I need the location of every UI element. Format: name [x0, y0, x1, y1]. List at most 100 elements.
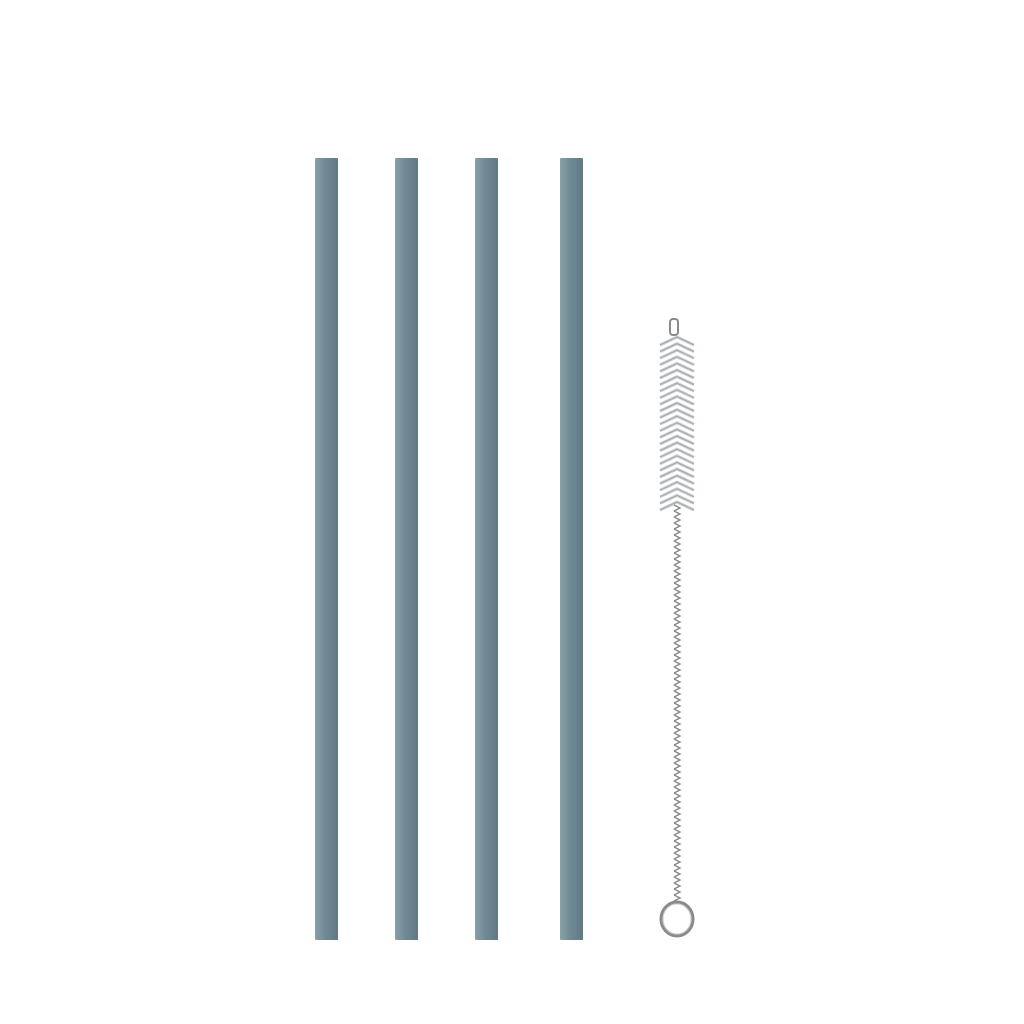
wire-twist — [673, 666, 682, 674]
wire-twist — [673, 726, 682, 734]
wire-twist — [673, 576, 682, 584]
wire-twist — [673, 630, 682, 638]
wire-twist — [673, 720, 682, 728]
wire-twist — [673, 750, 682, 758]
wire-twist — [673, 558, 682, 566]
wire-twist — [673, 684, 682, 692]
wire-twist — [673, 792, 682, 800]
bristle-edge — [659, 349, 695, 359]
wire-twist — [673, 594, 682, 602]
wire-twist — [673, 768, 682, 776]
wire-twist — [673, 672, 682, 680]
bristle-edge — [659, 461, 695, 471]
brush-tip — [669, 318, 679, 336]
bristle-edge — [659, 409, 695, 418]
wire-twist — [673, 846, 682, 854]
wire-twist — [673, 882, 682, 890]
wire-twist — [673, 612, 682, 620]
wire-twist — [673, 522, 682, 530]
wire-twist — [673, 828, 682, 836]
bristle-edge — [659, 468, 695, 478]
wire-twist — [673, 516, 682, 524]
wire-twist — [673, 678, 682, 686]
straw-1 — [315, 158, 338, 940]
wire-twist — [673, 834, 682, 842]
bristle-edge — [659, 395, 695, 405]
wire-twist — [673, 804, 682, 812]
wire-twist — [673, 564, 682, 572]
wire-twist — [673, 570, 682, 578]
wire-twist — [673, 852, 682, 860]
bristle-edge — [659, 488, 695, 498]
bristle-edge — [659, 448, 695, 458]
wire-twist — [673, 546, 682, 554]
wire-twist — [673, 774, 682, 782]
wire-twist — [673, 840, 682, 848]
wire-twist — [673, 780, 682, 788]
wire-twist — [673, 552, 682, 560]
bristle-edge — [659, 501, 695, 511]
bristle-edge — [659, 481, 695, 491]
bristle-edge — [659, 356, 695, 366]
wire-twist — [673, 528, 682, 536]
bristle-edge — [659, 343, 695, 352]
brush-wire — [673, 504, 682, 902]
wire-twist — [673, 858, 682, 866]
wire-twist — [673, 756, 682, 764]
wire-twist — [673, 540, 682, 548]
bristle-edge — [659, 428, 695, 438]
straw-3 — [475, 158, 498, 940]
wire-twist — [673, 798, 682, 806]
bristle-edge — [659, 442, 695, 451]
wire-twist — [673, 618, 682, 626]
bristle-edge — [659, 475, 695, 484]
wire-twist — [673, 600, 682, 608]
wire-twist — [673, 696, 682, 704]
bristle-edge — [659, 369, 695, 379]
bristle-edge — [659, 415, 695, 425]
bristle-edge — [659, 455, 695, 465]
bristle-edge — [659, 336, 695, 346]
wire-twist — [673, 702, 682, 710]
wire-twist — [673, 690, 682, 698]
bristle-edge — [659, 422, 695, 432]
wire-twist — [673, 894, 682, 902]
wire-twist — [673, 606, 682, 614]
bristle-edge — [659, 362, 695, 372]
wire-twist — [673, 504, 682, 512]
bristle-edge — [659, 389, 695, 399]
wire-twist — [673, 816, 682, 824]
wire-twist — [673, 654, 682, 662]
wire-twist — [673, 876, 682, 884]
wire-twist — [673, 624, 682, 632]
wire-twist — [673, 786, 682, 794]
wire-twist — [673, 708, 682, 716]
bristle-edge — [659, 494, 695, 504]
bristle-edge — [659, 402, 695, 412]
straw-4 — [560, 158, 583, 940]
wire-twist — [673, 888, 682, 896]
bristle-edge — [659, 376, 695, 385]
wire-twist — [673, 738, 682, 746]
wire-twist — [673, 648, 682, 656]
wire-twist — [673, 810, 682, 818]
wire-twist — [673, 744, 682, 752]
bristle-edge — [659, 435, 695, 445]
brush-bristles — [659, 335, 695, 512]
wire-twist — [673, 642, 682, 650]
wire-twist — [673, 714, 682, 722]
wire-twist — [673, 864, 682, 872]
wire-twist — [673, 582, 682, 590]
wire-twist — [673, 732, 682, 740]
wire-twist — [673, 534, 682, 542]
wire-twist — [673, 660, 682, 668]
wire-twist — [673, 870, 682, 878]
wire-twist — [673, 762, 682, 770]
wire-twist — [673, 822, 682, 830]
bristle-edge — [659, 382, 695, 392]
wire-twist — [673, 588, 682, 596]
straw-2 — [395, 158, 418, 940]
wire-twist — [673, 636, 682, 644]
wire-twist — [673, 510, 682, 518]
